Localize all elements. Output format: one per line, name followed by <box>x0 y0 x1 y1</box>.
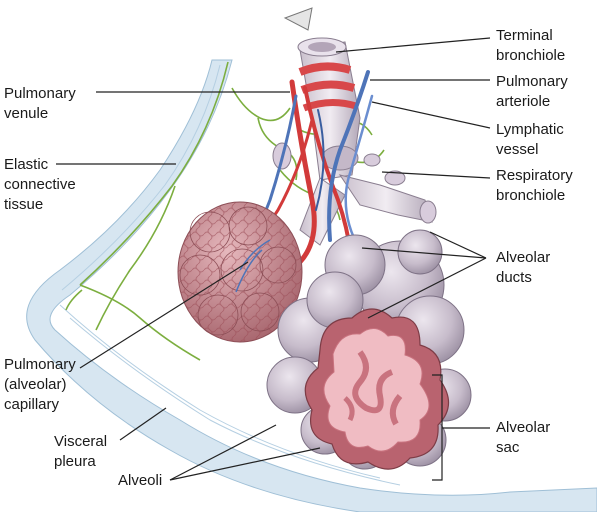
label-line: Terminal <box>496 27 553 44</box>
label-line: bronchiole <box>496 187 566 204</box>
label-line: pleura <box>54 453 96 470</box>
leader-lines <box>56 37 491 481</box>
label-line: Elastic <box>4 156 49 173</box>
label-line: capillary <box>4 396 60 413</box>
label-line: venule <box>4 105 49 122</box>
label-line: Pulmonary <box>4 85 76 102</box>
label-alveolar-ducts: Alveolar ducts <box>496 248 550 288</box>
label-pulmonary-venule: Pulmonary venule <box>4 84 76 124</box>
label-line: Visceral <box>54 433 108 450</box>
label-line: Pulmonary <box>496 73 568 90</box>
visceral-pleura <box>26 59 597 512</box>
label-alveolar-sac: Alveolar sac <box>496 418 550 458</box>
label-line: sac <box>496 439 520 456</box>
airflow-arrow-icon <box>283 7 313 31</box>
label-pulmonary-capillary: Pulmonary (alveolar) capillary <box>4 355 76 415</box>
label-elastic-connective-tissue: Elastic connective tissue <box>4 155 76 215</box>
respiratory-bronchiole-tube <box>272 142 437 246</box>
label-respiratory-bronchiole: Respiratory bronchiole <box>496 166 573 206</box>
label-line: Pulmonary <box>4 356 76 373</box>
label-line: Alveolar <box>496 249 551 266</box>
label-visceral-pleura: Visceral pleura <box>54 432 107 472</box>
label-terminal-bronchiole: Terminal bronchiole <box>496 26 565 66</box>
label-line: Respiratory <box>496 167 573 184</box>
label-line: Alveolar <box>496 419 551 436</box>
label-line: connective <box>4 176 76 193</box>
label-line: (alveolar) <box>4 376 67 393</box>
capillary-covered-alveoli <box>177 201 303 343</box>
label-line: bronchiole <box>496 47 566 64</box>
label-line: vessel <box>496 141 539 158</box>
label-line: Alveoli <box>118 472 163 489</box>
label-line: Lymphatic <box>496 121 564 138</box>
label-alveoli: Alveoli <box>118 471 162 491</box>
label-lymphatic-vessel: Lymphatic vessel <box>496 120 564 160</box>
label-line: ducts <box>496 269 532 286</box>
label-line: tissue <box>4 196 44 213</box>
label-pulmonary-arteriole: Pulmonary arteriole <box>496 72 568 112</box>
label-line: arteriole <box>496 93 551 110</box>
